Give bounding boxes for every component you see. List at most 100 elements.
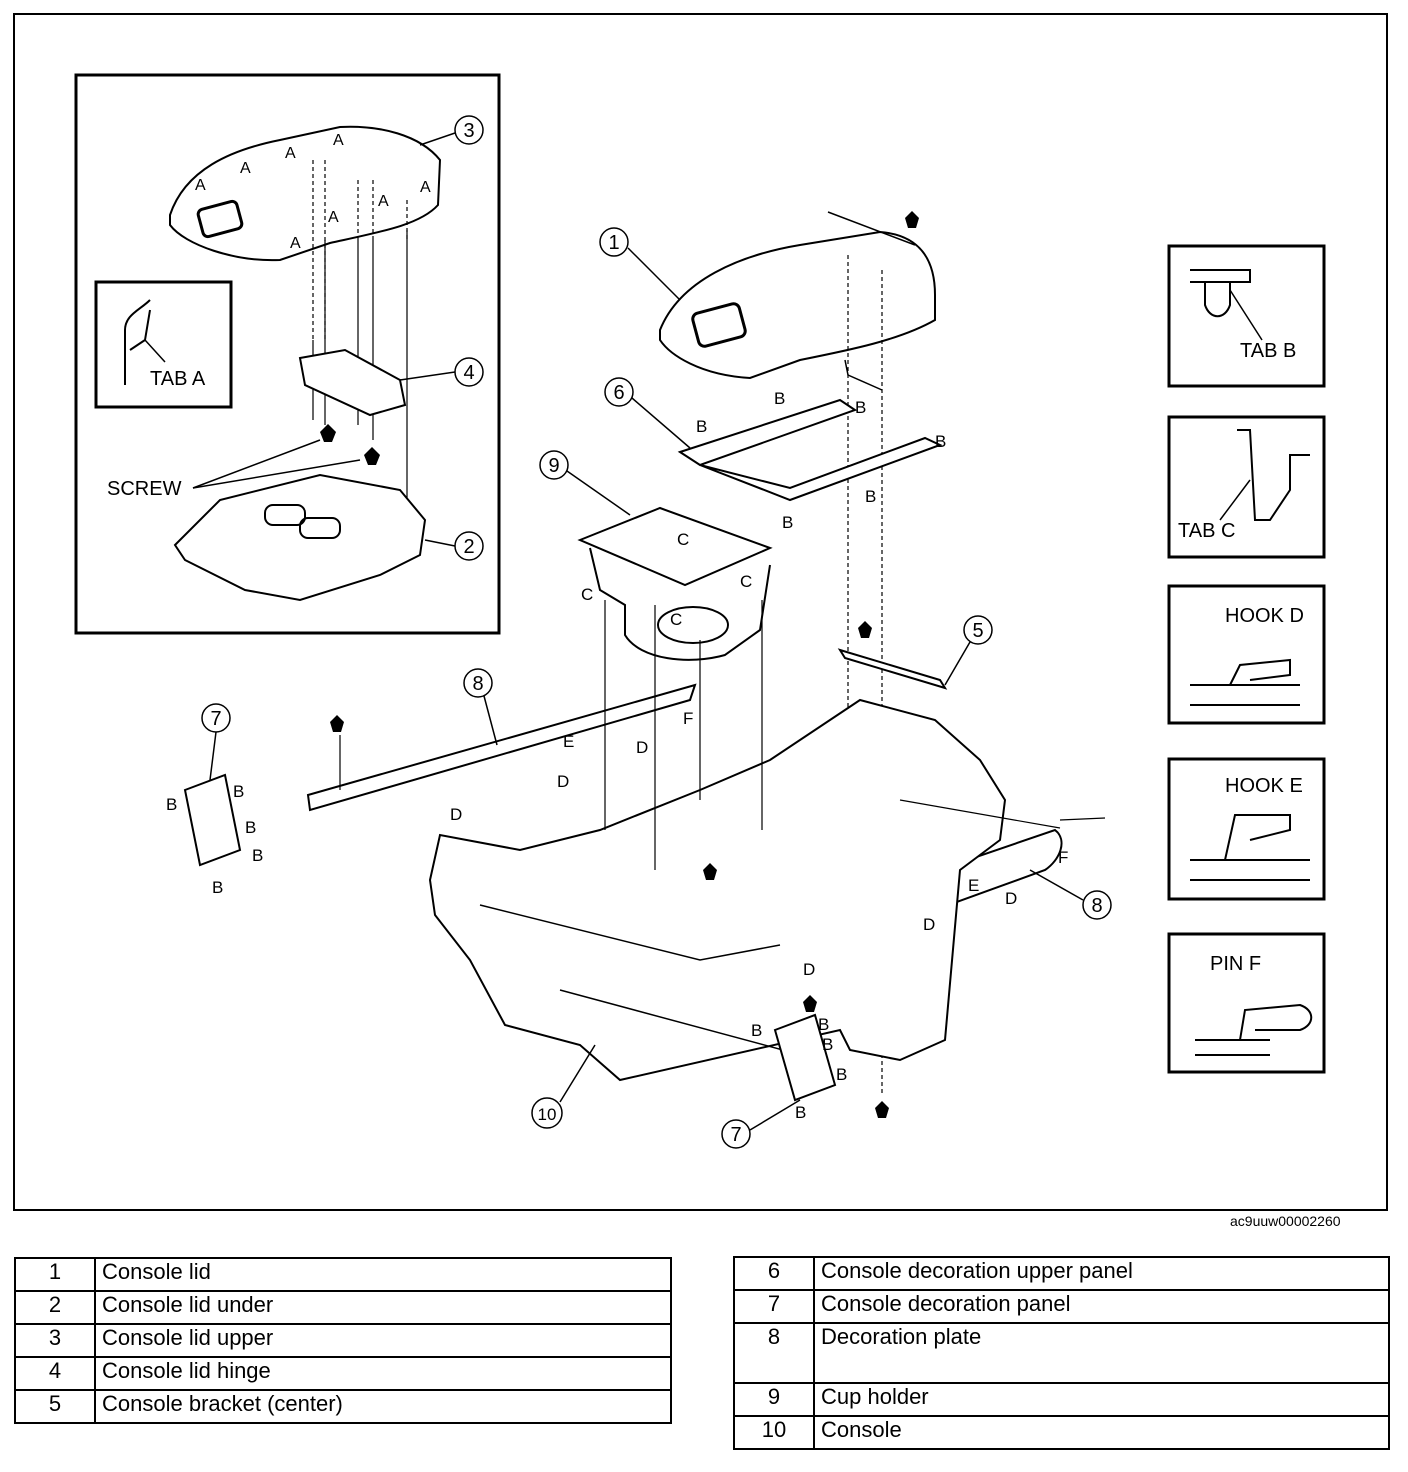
tab-a-label: TAB A xyxy=(150,368,206,390)
tab-c-label: TAB C xyxy=(1178,520,1235,542)
hook-d-label: HOOK D xyxy=(1225,605,1304,627)
callout-7-right: 7 xyxy=(730,1124,741,1146)
marker-f: F xyxy=(1058,848,1068,867)
part-name: Cup holder xyxy=(813,1382,1390,1417)
marker-d: D xyxy=(557,772,569,791)
part-number: 6 xyxy=(733,1256,815,1291)
marker-b: B xyxy=(774,389,785,408)
part-number: 2 xyxy=(14,1290,96,1325)
marker-b: B xyxy=(696,417,707,436)
marker-d: D xyxy=(450,805,462,824)
console-lid-handle xyxy=(691,302,747,348)
marker-b: B xyxy=(865,487,876,506)
console-lid-under-shape xyxy=(173,473,427,602)
marker-b: B xyxy=(166,795,177,814)
marker-b: B xyxy=(233,782,244,801)
callout-8-right: 8 xyxy=(1091,895,1102,917)
callout-4: 4 xyxy=(463,362,474,384)
marker-a: A xyxy=(333,132,344,149)
pin-f-label: PIN F xyxy=(1210,953,1261,975)
console-body-shape xyxy=(428,698,1007,1082)
part-name: Console xyxy=(813,1415,1390,1450)
callout-9: 9 xyxy=(548,455,559,477)
marker-d: D xyxy=(803,960,815,979)
part-name: Console lid upper xyxy=(94,1323,672,1358)
console-decoration-upper-panel-shape xyxy=(677,398,943,502)
marker-b: B xyxy=(782,513,793,532)
lid-inset-panel xyxy=(74,73,501,635)
part-name: Console decoration upper panel xyxy=(813,1256,1390,1291)
marker-a: A xyxy=(240,160,251,177)
decoration-plate-left-shape xyxy=(306,683,697,812)
callout-6: 6 xyxy=(613,382,624,404)
tab-b-label: TAB B xyxy=(1240,340,1296,362)
marker-d: D xyxy=(923,915,935,934)
detail-box-hook-e xyxy=(1167,757,1326,901)
callout-5: 5 xyxy=(972,620,983,642)
detail-box-tab-b xyxy=(1167,244,1326,388)
part-name: Decoration plate xyxy=(813,1322,1390,1384)
part-number: 8 xyxy=(733,1322,815,1384)
detail-box-hook-d xyxy=(1167,584,1326,725)
marker-d: D xyxy=(1005,889,1017,908)
marker-f: F xyxy=(683,709,693,728)
part-number: 9 xyxy=(733,1382,815,1417)
part-number: 10 xyxy=(733,1415,815,1450)
marker-b: B xyxy=(245,818,256,837)
marker-b: B xyxy=(795,1103,806,1122)
callout-3: 3 xyxy=(463,120,474,142)
console-bracket-center-shape xyxy=(837,648,948,690)
console-lid-hinge-shape xyxy=(298,348,407,417)
marker-b: B xyxy=(822,1035,833,1054)
screw-label: SCREW xyxy=(107,478,182,500)
console-lid-upper-shape xyxy=(169,125,442,262)
hook-e-label: HOOK E xyxy=(1225,775,1303,797)
console-decoration-panel-left-shape xyxy=(183,773,242,867)
marker-c: C xyxy=(670,610,682,629)
console-decoration-panel-right-shape xyxy=(773,1013,837,1102)
callout-2: 2 xyxy=(463,536,474,558)
marker-b: B xyxy=(818,1015,829,1034)
lid-upper-handle xyxy=(196,199,244,239)
part-name: Console decoration panel xyxy=(813,1289,1390,1324)
inset-screw-2 xyxy=(364,447,380,465)
part-number: 5 xyxy=(14,1389,96,1424)
tab-a-detail-box xyxy=(94,280,233,409)
marker-a: A xyxy=(290,235,301,252)
marker-e: E xyxy=(968,876,979,895)
marker-c: C xyxy=(677,530,689,549)
part-number: 1 xyxy=(14,1257,96,1292)
marker-d: D xyxy=(636,738,648,757)
inset-screw-1 xyxy=(320,424,336,442)
marker-b: B xyxy=(212,878,223,897)
callout-7-left: 7 xyxy=(210,708,221,730)
marker-a: A xyxy=(378,193,389,210)
marker-a: A xyxy=(420,179,431,196)
console-lid-shape xyxy=(659,230,936,380)
part-number: 3 xyxy=(14,1323,96,1358)
part-name: Console lid xyxy=(94,1257,672,1292)
marker-b: B xyxy=(252,846,263,865)
marker-a: A xyxy=(195,177,206,194)
console-lid-screw xyxy=(905,211,919,228)
marker-e: E xyxy=(563,732,574,751)
marker-b: B xyxy=(836,1065,847,1084)
diagram-frame xyxy=(13,13,1388,1211)
callout-8-left: 8 xyxy=(472,673,483,695)
callout-1: 1 xyxy=(608,232,619,254)
marker-a: A xyxy=(328,209,339,226)
marker-c: C xyxy=(740,572,752,591)
